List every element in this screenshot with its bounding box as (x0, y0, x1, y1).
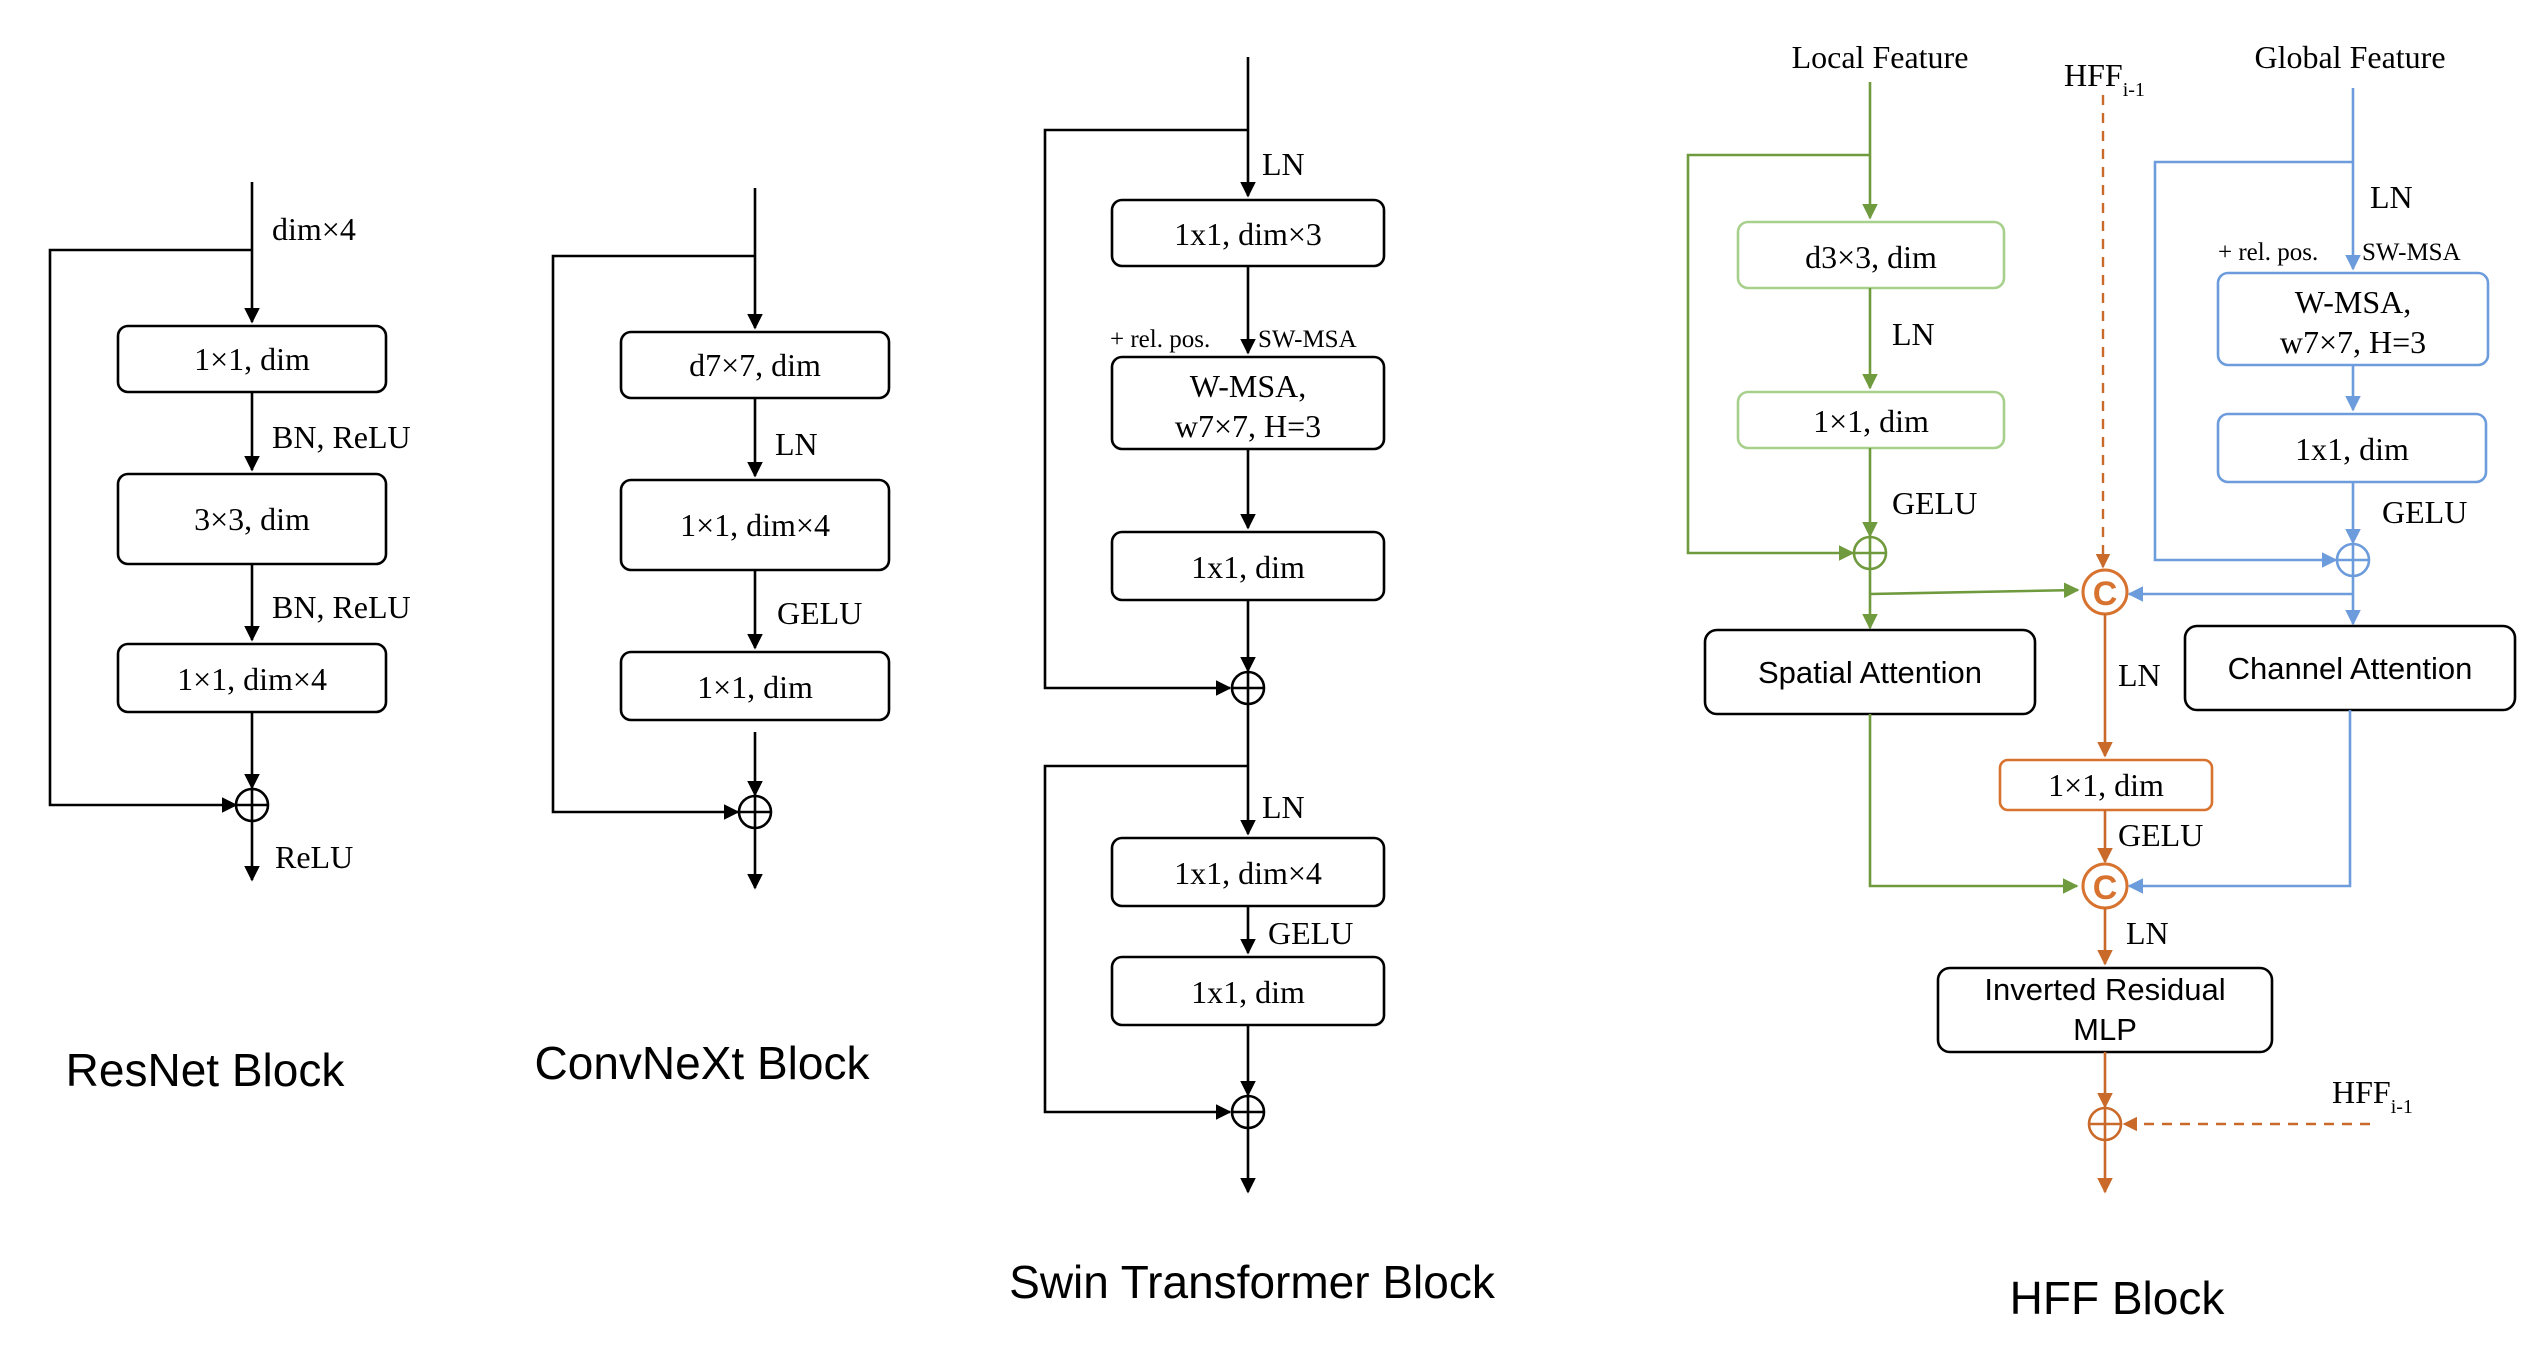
hff-global-gelu-label: GELU (2382, 494, 2467, 530)
swin-msa-line1: W-MSA, (1190, 368, 1306, 404)
convnext-act1-label: LN (775, 426, 818, 462)
hff-local-ln-label: LN (1892, 316, 1935, 352)
hff-local-dwconv-label: d3×3, dim (1805, 239, 1937, 275)
hff-mid-ln-label: LN (2118, 657, 2161, 693)
swin-title: Swin Transformer Block (1009, 1256, 1496, 1308)
resnet-add-icon (234, 787, 270, 823)
hff-irmlp-line1: Inverted Residual (1984, 972, 2225, 1007)
convnext-pwconv1-label: 1×1, dim×4 (680, 507, 830, 543)
resnet-block: dim×4 1×1, dim BN, ReLU 3×3, dim BN, ReL… (48, 182, 411, 1096)
convnext-act2-label: GELU (777, 595, 862, 631)
hff-concat-icon-2: C (2081, 862, 2129, 910)
hff-irmlp-line2: MLP (2073, 1012, 2137, 1047)
hff-global-msa-line2: w7×7, H=3 (2280, 324, 2426, 360)
swin-mlp2-label: 1x1, dim (1191, 974, 1305, 1010)
swin-block: LN 1x1, dim×3 + rel. pos. SW-MSA W-MSA, … (1009, 57, 1496, 1308)
hff-local-to-concat-arrow (1869, 582, 2080, 599)
hff-global-msa-line1: W-MSA, (2295, 284, 2411, 320)
hff-local-pwconv-label: 1×1, dim (1813, 403, 1929, 439)
convnext-title: ConvNeXt Block (535, 1037, 871, 1089)
swin-skip-2 (1043, 764, 1248, 1120)
hff-fusion-conv-label: 1×1, dim (2048, 767, 2164, 803)
hff-global-relpos-label: + rel. pos. (2218, 239, 2318, 266)
resnet-act1-label: BN, ReLU (272, 419, 411, 455)
svg-text:C: C (2093, 575, 2118, 613)
hff-ca-to-concat2-arrow (2127, 710, 2352, 894)
svg-text:C: C (2093, 869, 2118, 907)
hff-prev-top-label: HFFi-1 (2064, 57, 2145, 101)
resnet-conv1-label: 1×1, dim (194, 341, 310, 377)
resnet-output-label: ReLU (275, 839, 353, 875)
hff-local-skip (1686, 153, 1870, 561)
swin-ln2-label: LN (1262, 789, 1305, 825)
hff-block: Local Feature Global Feature HFFi-1 d3×3… (1686, 39, 2517, 1324)
hff-mid-gelu-label: GELU (2118, 817, 2203, 853)
hff-sa-to-concat2-arrow (1868, 714, 2079, 894)
hff-channel-attention-label: Channel Attention (2228, 651, 2473, 686)
hff-concat-icon-1: C (2081, 568, 2129, 616)
resnet-conv2-label: 3×3, dim (194, 501, 310, 537)
swin-mlp1-label: 1x1, dim×4 (1174, 855, 1322, 891)
hff-spatial-attention-label: Spatial Attention (1758, 655, 1982, 690)
hff-ln-after-concat-label: LN (2126, 915, 2169, 951)
hff-global-ln-label: LN (2370, 179, 2413, 215)
resnet-act2-label: BN, ReLU (272, 589, 411, 625)
swin-msa-line2: w7×7, H=3 (1175, 408, 1321, 444)
swin-swmsa-label: SW-MSA (1258, 326, 1357, 353)
hff-add-icon-final (2087, 1106, 2123, 1142)
swin-skip-1 (1043, 128, 1248, 696)
swin-add-icon-1 (1230, 670, 1266, 706)
hff-global-proj-label: 1x1, dim (2295, 431, 2409, 467)
hff-global-add-icon (2335, 542, 2371, 578)
hff-local-feature-label: Local Feature (1792, 39, 1969, 75)
resnet-title: ResNet Block (66, 1044, 346, 1096)
convnext-pwconv2-box (619, 650, 891, 722)
convnext-block: d7×7, dim LN 1×1, dim×4 GELU 1×1, dim Co… (535, 188, 891, 1089)
resnet-input-label: dim×4 (272, 211, 356, 247)
hff-title: HFF Block (2010, 1272, 2226, 1324)
convnext-add-icon (737, 794, 773, 830)
hff-local-gelu-label: GELU (1892, 485, 1977, 521)
resnet-skip-connection (48, 248, 252, 813)
swin-ln1-label: LN (1262, 146, 1305, 182)
hff-global-skip (2153, 160, 2353, 568)
swin-proj-label: 1x1, dim (1191, 549, 1305, 585)
hff-prev-right-label: HFFi-1 (2332, 1074, 2413, 1118)
resnet-conv3-label: 1×1, dim×4 (177, 661, 327, 697)
hff-global-swmsa-label: SW-MSA (2362, 239, 2461, 266)
convnext-pwconv2-label: 1×1, dim (697, 669, 813, 705)
convnext-dwconv-label: d7×7, dim (689, 347, 821, 383)
swin-gelu-label: GELU (1268, 915, 1353, 951)
swin-add-icon-2 (1230, 1094, 1266, 1130)
swin-qkv-label: 1x1, dim×3 (1174, 216, 1322, 252)
hff-global-feature-label: Global Feature (2254, 39, 2445, 75)
convnext-skip-connection (551, 254, 755, 820)
swin-relpos-label: + rel. pos. (1110, 326, 1210, 353)
hff-local-add-icon (1852, 535, 1888, 571)
